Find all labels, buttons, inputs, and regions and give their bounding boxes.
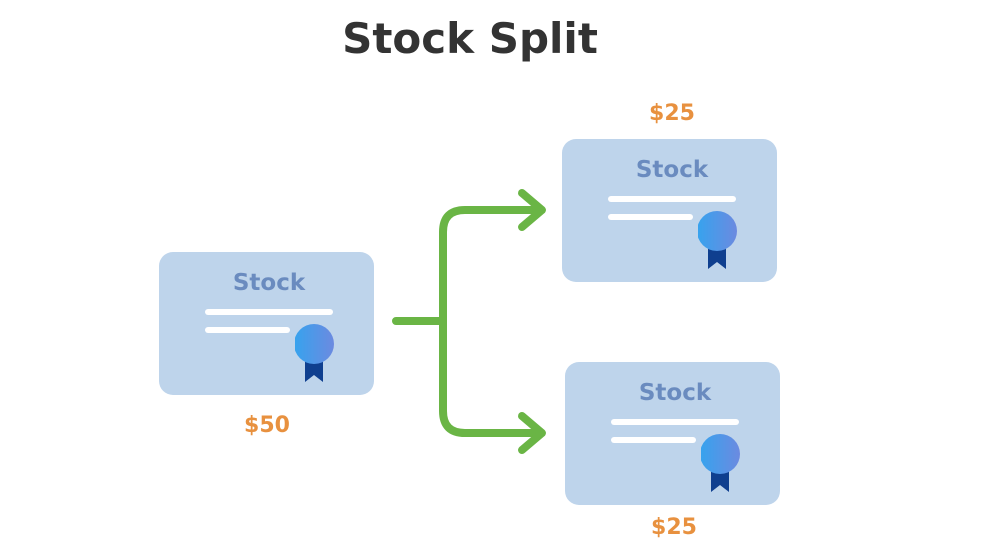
diagram-title: Stock Split xyxy=(342,14,598,63)
text-line xyxy=(608,214,693,220)
medal-icon xyxy=(698,211,737,269)
text-line xyxy=(611,419,739,425)
stock-certificate-split-1: Stock xyxy=(562,139,777,282)
text-line xyxy=(205,309,333,315)
text-line xyxy=(205,327,290,333)
stock-certificate-original: Stock xyxy=(159,252,374,395)
text-line xyxy=(611,437,696,443)
stock-certificate-split-2: Stock xyxy=(565,362,780,505)
certificate-label: Stock xyxy=(232,270,306,296)
medal-icon xyxy=(701,434,740,492)
arrowhead-icon xyxy=(518,412,546,454)
price-original: $50 xyxy=(244,413,290,438)
price-split-2: $25 xyxy=(651,515,697,540)
certificate-label: Stock xyxy=(638,380,712,406)
arrowhead-icon xyxy=(518,189,546,231)
price-split-1: $25 xyxy=(649,101,695,126)
medal-icon xyxy=(295,324,334,382)
text-line xyxy=(608,196,736,202)
certificate-label: Stock xyxy=(635,157,709,183)
